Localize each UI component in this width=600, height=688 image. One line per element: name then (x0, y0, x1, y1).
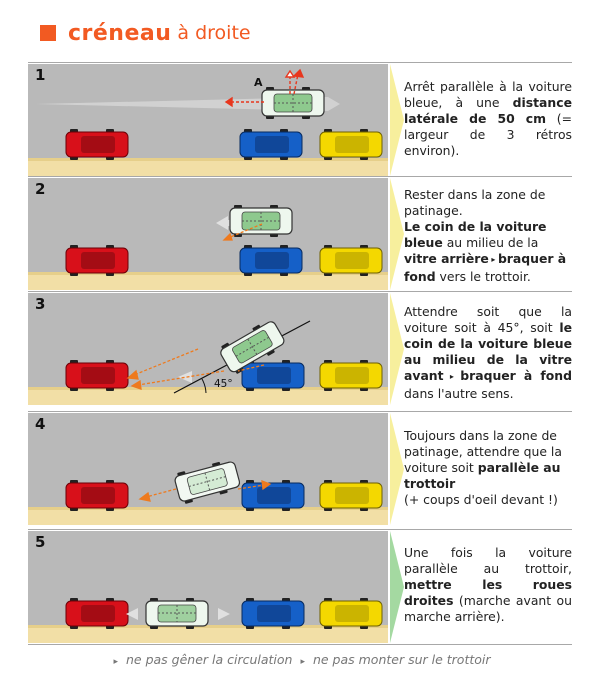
red-car (65, 480, 129, 511)
text-bold: mettre les roues droites (404, 577, 572, 608)
blue-car (239, 245, 303, 276)
step-2-wedge (390, 178, 404, 290)
arrow-marker-icon: ▸ (443, 372, 461, 381)
step-number: 2 (35, 180, 46, 198)
separator-line (28, 644, 572, 645)
text-segment: Une fois la voiture parallèle au trottoi… (404, 545, 572, 576)
step-5-text: Une fois la voiture parallèle au trottoi… (404, 545, 572, 625)
step-number: 5 (35, 533, 46, 551)
text-segment: Attendre soit que la voiture soit à 45°,… (404, 304, 572, 335)
yellow-car (319, 480, 383, 511)
text-segment: Arrêt parallèle à la voiture bleue, à un… (404, 79, 572, 110)
blue-car (241, 360, 305, 391)
text-bold: le coin de la voiture bleue au milieu de… (404, 320, 572, 383)
step-3-text: Attendre soit que la voiture soit à 45°,… (404, 304, 572, 402)
text-bold: parallèle au trottoir (404, 460, 561, 491)
text-segment: vers le trottoir. (435, 269, 531, 284)
reverse-arrow-icon (216, 216, 228, 230)
blue-car (241, 598, 305, 629)
title-square-icon (40, 25, 56, 41)
title-sub: à droite (177, 22, 251, 44)
step-1-diagram: A 1 (28, 64, 388, 176)
text-segment: (= largeur de 3 rétros environ). (404, 111, 572, 158)
text-segment: Toujours dans la zone de patinage, atten… (404, 428, 562, 475)
step-number: 3 (35, 295, 46, 313)
step-3-diagram: 45° (28, 293, 388, 405)
text-segment: (+ coups d'oeil devant !) (404, 492, 558, 507)
angle-label: 45° (214, 378, 233, 390)
step-number: 1 (35, 66, 46, 84)
yellow-car (319, 598, 383, 629)
red-car (65, 129, 129, 160)
text-segment: Rester dans la zone de patinage. (404, 187, 546, 218)
sight-line-icon (222, 223, 263, 241)
move-arrows-icon (126, 608, 230, 620)
step-3-wedge (390, 293, 404, 405)
step-1-text: Arrêt parallèle à la voiture bleue, à un… (404, 79, 572, 159)
footer-item: ne pas monter sur le trottoir (312, 652, 491, 667)
curb (28, 160, 388, 176)
separator-line (28, 411, 572, 412)
step-number: 4 (35, 415, 46, 433)
blue-car (239, 129, 303, 160)
learner-car (261, 87, 325, 119)
text-segment: (marche avant ou marche arrière). (404, 593, 572, 624)
yellow-car (319, 129, 383, 160)
red-car (65, 360, 129, 391)
step-4-diagram: 4 (28, 413, 388, 525)
red-car (65, 598, 129, 629)
blue-car (241, 480, 305, 511)
separator-line (28, 176, 572, 177)
text-bold: vitre arrière (404, 251, 489, 266)
separator-line (28, 529, 572, 530)
text-bold: Le coin de la voiture bleue (404, 219, 547, 250)
yellow-car (319, 245, 383, 276)
separator-line (28, 62, 572, 63)
text-segment: dans l'autre sens. (404, 386, 514, 401)
footer-item: ne pas gêner la circulation (125, 652, 293, 667)
text-bold: braquer à fond (460, 368, 572, 383)
learner-car (220, 321, 285, 374)
step-2-text: Rester dans la zone de patinage.Le coin … (404, 187, 572, 285)
text-segment: au milieu de la (442, 235, 539, 250)
separator-line (28, 291, 572, 292)
step-4-text: Toujours dans la zone de patinage, atten… (404, 428, 572, 508)
bullet-arrow-icon: ▸ (300, 657, 305, 667)
page-title: créneau à droite (40, 18, 251, 48)
learner-car (145, 598, 209, 629)
car-label-a: A (254, 76, 263, 89)
red-car (65, 245, 129, 276)
title-main: créneau (68, 20, 172, 46)
sight-line-icon (138, 480, 272, 502)
arrow-marker-icon: ▸ (488, 255, 498, 264)
yellow-car (319, 360, 383, 391)
mirror-arrows-icon (224, 68, 305, 108)
step-5-wedge (390, 531, 404, 643)
step-1-wedge (390, 64, 404, 176)
step-2-diagram: 2 (28, 178, 388, 290)
step-4-wedge (390, 413, 404, 525)
text-bold: distance latérale de 50 cm (404, 95, 572, 126)
footer: ▸ ne pas gêner la circulation ▸ ne pas m… (0, 652, 600, 667)
text-bold: braquer à fond (404, 251, 567, 284)
learner-car (229, 205, 293, 237)
sight-line-icon (126, 348, 265, 390)
learner-car (174, 461, 241, 504)
bullet-arrow-icon: ▸ (113, 657, 118, 667)
step-5-diagram: 5 (28, 531, 388, 643)
